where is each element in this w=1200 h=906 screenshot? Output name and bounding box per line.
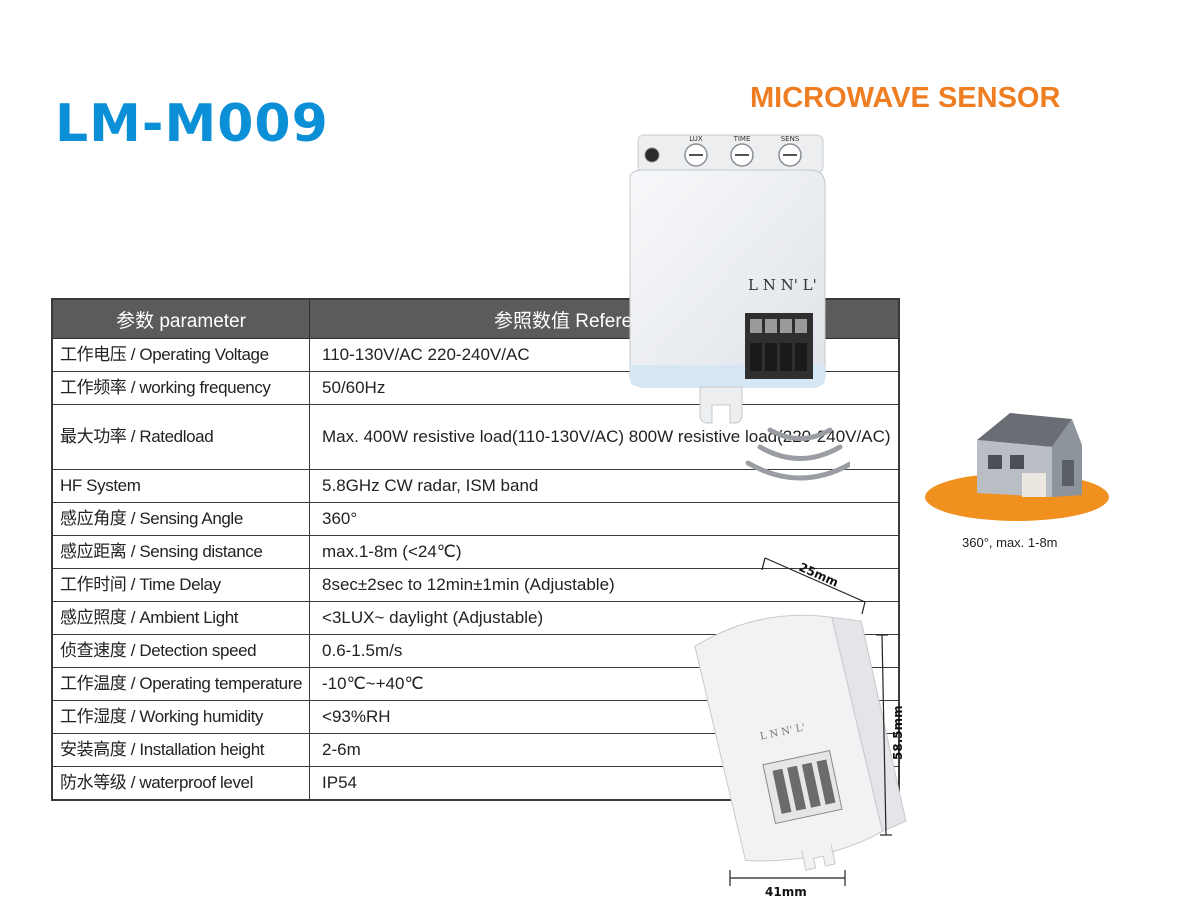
table-row: HF System 5.8GHz CW radar, ISM band xyxy=(51,469,900,503)
dimension-lines xyxy=(729,557,892,886)
knob-sens[interactable] xyxy=(778,143,802,167)
param-cell: 最大功率 / Ratedload xyxy=(51,404,311,470)
param-cell: 侦查速度 / Detection speed xyxy=(51,634,311,668)
param-cell: 感应照度 / Ambient Light xyxy=(51,601,311,635)
table-row: 感应距离 / Sensing distance max.1-8m (<24℃) xyxy=(51,535,900,569)
table-row: 工作时间 / Time Delay 8sec±2sec to 12min±1mi… xyxy=(51,568,900,602)
param-cell: 工作电压 / Operating Voltage xyxy=(51,338,311,372)
param-cell: 工作湿度 / Working humidity xyxy=(51,700,311,734)
knob-label-lux: LUX xyxy=(689,135,703,143)
param-cell: 感应角度 / Sensing Angle xyxy=(51,502,311,536)
dimension-bottom-label: 41mm xyxy=(765,885,807,899)
value-cell: max.1-8m (<24℃) xyxy=(309,535,900,569)
terminal-label: L N N' L' xyxy=(748,276,817,294)
param-cell: 工作频率 / working frequency xyxy=(51,371,311,405)
param-cell: HF System xyxy=(51,469,311,503)
light-sensor-icon xyxy=(644,147,660,163)
product-type: MICROWAVE SENSOR xyxy=(750,82,1061,114)
param-cell: 感应距离 / Sensing distance xyxy=(51,535,311,569)
knob-label-sens: SENS xyxy=(781,135,800,143)
param-cell: 工作温度 / Operating temperature xyxy=(51,667,311,701)
header-parameter: 参数 parameter xyxy=(51,298,311,339)
param-cell: 安装高度 / Installation height xyxy=(51,733,311,767)
knob-lux[interactable] xyxy=(684,143,708,167)
microwave-wave-icon xyxy=(745,427,850,481)
house-illustration xyxy=(925,413,1109,521)
dimension-width-label: 25mm xyxy=(797,560,841,590)
value-cell: 5.8GHz CW radar, ISM band xyxy=(309,469,900,503)
param-cell: 防水等级 / waterproof level xyxy=(51,766,311,801)
dimension-drawing: L N N' L' 25mm 58.5mm 41mm xyxy=(694,557,907,899)
dimension-height-label: 58.5mm xyxy=(891,705,905,760)
sensing-range-caption: 360°, max. 1-8m xyxy=(962,535,1058,550)
value-cell: 360° xyxy=(309,502,900,536)
param-cell: 工作时间 / Time Delay xyxy=(51,568,311,602)
knob-time[interactable] xyxy=(730,143,754,167)
sensor-device-image: LUX TIME SENS L N N' L' xyxy=(629,134,850,481)
knob-label-time: TIME xyxy=(733,135,751,143)
terminal-block xyxy=(745,313,813,379)
model-title: LM-M009 xyxy=(55,94,329,154)
